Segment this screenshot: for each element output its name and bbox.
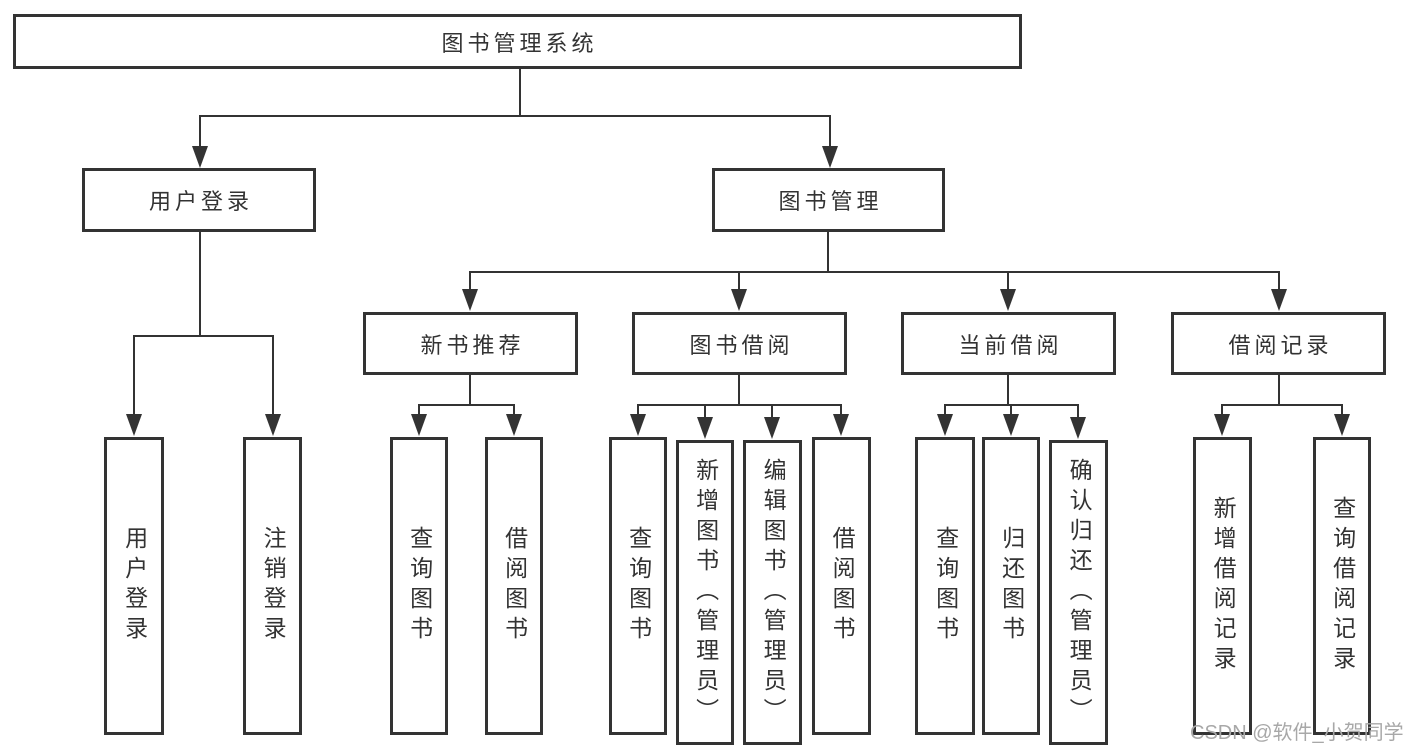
- leaf-newbook-query-book: 查询图书: [390, 437, 448, 735]
- connector-arrow-current-query: [937, 404, 953, 436]
- connector-hline-borrow-record-children: [1221, 404, 1343, 406]
- leaf-add-borrow-record-label: 新增借阅记录: [1210, 496, 1237, 676]
- leaf-query-borrow-record: 查询借阅记录: [1313, 437, 1371, 735]
- node-borrow-record-label: 借阅记录: [1228, 332, 1333, 358]
- leaf-confirm-return-admin-label: 确认归还（管理员）: [1066, 457, 1093, 728]
- connector-arrow-to-book-borrow: [731, 271, 747, 311]
- leaf-borrow-query-book-label: 查询图书: [625, 526, 652, 646]
- connector-arrow-record-query: [1334, 404, 1350, 436]
- node-book-management-label: 图书管理: [778, 189, 883, 214]
- leaf-return-book-label: 归还图书: [998, 526, 1025, 646]
- node-book-borrow-label: 图书借阅: [689, 332, 794, 358]
- connector-arrow-current-confirm: [1070, 404, 1086, 439]
- connector-vline-root: [519, 69, 521, 117]
- node-new-book-recommend-label: 新书推荐: [420, 332, 525, 358]
- leaf-add-book-admin: 新增图书（管理员）: [676, 440, 734, 745]
- node-book-management: 图书管理: [712, 168, 945, 232]
- leaf-newbook-borrow-book-label: 借阅图书: [501, 526, 528, 646]
- leaf-edit-book-admin: 编辑图书（管理员）: [743, 440, 802, 745]
- node-current-borrow: 当前借阅: [901, 312, 1116, 375]
- connector-arrow-current-return: [1003, 404, 1019, 436]
- connector-hline-root-children: [199, 115, 831, 117]
- connector-arrow-to-current-borrow: [1000, 271, 1016, 311]
- leaf-borrow-query-book: 查询图书: [609, 437, 667, 735]
- connector-arrow-newbook-query: [411, 404, 427, 436]
- leaf-edit-book-admin-label: 编辑图书（管理员）: [760, 457, 787, 728]
- leaf-logout: 注销登录: [243, 437, 302, 735]
- leaf-newbook-query-book-label: 查询图书: [406, 526, 433, 646]
- connector-arrow-to-borrow-record: [1271, 271, 1287, 311]
- connector-arrow-to-user-login: [192, 116, 208, 168]
- leaf-logout-label: 注销登录: [260, 526, 287, 646]
- leaf-user-login-label: 用户登录: [121, 526, 148, 646]
- connector-arrow-borrow-edit: [764, 404, 780, 439]
- connector-vline-book-management: [827, 232, 829, 273]
- leaf-confirm-return-admin: 确认归还（管理员）: [1049, 440, 1108, 745]
- node-library-system: 图书管理系统: [13, 14, 1022, 69]
- connector-vline-user-login: [199, 232, 201, 337]
- leaf-add-borrow-record: 新增借阅记录: [1193, 437, 1252, 735]
- leaf-current-query-book-label: 查询图书: [932, 526, 959, 646]
- node-borrow-record: 借阅记录: [1171, 312, 1386, 375]
- leaf-newbook-borrow-book: 借阅图书: [485, 437, 543, 735]
- node-new-book-recommend: 新书推荐: [363, 312, 578, 375]
- connector-arrow-record-add: [1214, 404, 1230, 436]
- node-current-borrow-label: 当前借阅: [958, 332, 1063, 358]
- node-user-login-label: 用户登录: [148, 189, 253, 214]
- connector-arrow-to-book-management: [822, 116, 838, 168]
- leaf-current-query-book: 查询图书: [915, 437, 975, 735]
- connector-hline-mgmt-children: [469, 271, 1280, 273]
- leaf-borrow-borrow-book: 借阅图书: [812, 437, 871, 735]
- connector-arrow-newbook-borrow: [506, 404, 522, 436]
- connector-vline-new-book: [469, 375, 471, 406]
- connector-arrow-borrow-borrow: [833, 404, 849, 436]
- connector-hline-user-children: [133, 335, 274, 337]
- connector-vline-current-borrow: [1007, 375, 1009, 406]
- connector-hline-new-book-children: [418, 404, 515, 406]
- watermark: CSDN @软件_小贺同学: [1190, 722, 1404, 744]
- connector-hline-book-borrow-children: [637, 404, 842, 406]
- connector-arrow-to-new-book: [462, 271, 478, 311]
- node-library-system-label: 图书管理系统: [441, 30, 598, 56]
- leaf-return-book: 归还图书: [982, 437, 1040, 735]
- leaf-query-borrow-record-label: 查询借阅记录: [1329, 496, 1356, 676]
- node-book-borrow: 图书借阅: [632, 312, 847, 375]
- connector-vline-borrow-record: [1278, 375, 1280, 406]
- leaf-add-book-admin-label: 新增图书（管理员）: [692, 457, 719, 728]
- connector-vline-book-borrow: [738, 375, 740, 406]
- connector-arrow-borrow-add: [697, 404, 713, 439]
- connector-arrow-borrow-query: [630, 404, 646, 436]
- connector-arrow-to-leaf-user-login: [126, 335, 142, 436]
- leaf-borrow-borrow-book-label: 借阅图书: [829, 526, 856, 646]
- connector-arrow-to-leaf-logout: [265, 335, 281, 436]
- leaf-user-login: 用户登录: [104, 437, 164, 735]
- node-user-login: 用户登录: [82, 168, 316, 232]
